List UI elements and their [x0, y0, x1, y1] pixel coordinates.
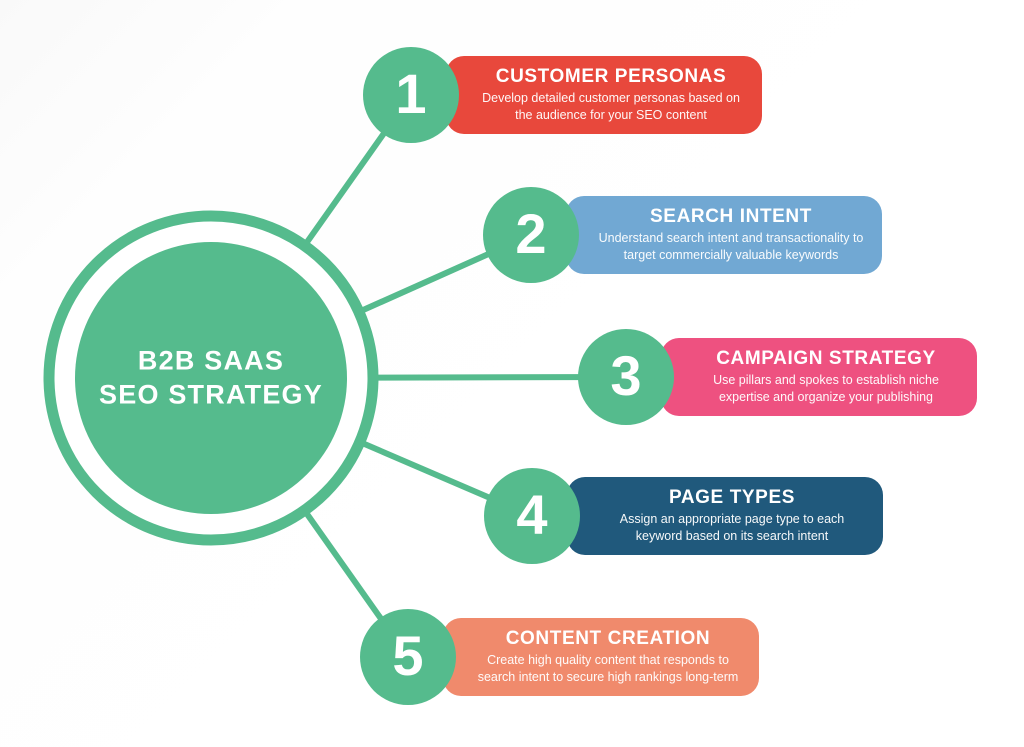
step-title-4: PAGE TYPES	[668, 486, 795, 508]
step-title-3: CAMPAIGN STRATEGY	[716, 347, 936, 369]
step-title-2: SEARCH INTENT	[650, 205, 812, 227]
step-card-3: CAMPAIGN STRATEGY Use pillars and spokes…	[661, 338, 977, 416]
step-number-badge-1: 1	[363, 47, 459, 143]
step-card-2: SEARCH INTENT Understand search intent a…	[566, 196, 882, 274]
hub-title-line1: B2B SAAS	[137, 345, 285, 376]
step-description-5: Create high quality content that respond…	[477, 653, 739, 684]
step-description-3: Use pillars and spokes to establish nich…	[713, 373, 939, 404]
hub-circle	[75, 242, 347, 514]
step-card-4: PAGE TYPES Assign an appropriate page ty…	[567, 477, 883, 555]
step-number-badge-3: 3	[578, 329, 674, 425]
step-number-badge-2: 2	[483, 187, 579, 283]
step-description-2: Understand search intent and transaction…	[598, 231, 864, 262]
step-title-1: CUSTOMER PERSONAS	[495, 65, 727, 87]
step-description-4: Assign an appropriate page type to each …	[619, 512, 845, 543]
hub-title: B2B SAAS SEO STRATEGY	[61, 344, 361, 412]
step-title-5: CONTENT CREATION	[505, 627, 711, 649]
hub-title-line2: SEO STRATEGY	[99, 379, 323, 409]
step-card-5: CONTENT CREATION Create high quality con…	[443, 618, 759, 696]
step-number-badge-4: 4	[484, 468, 580, 564]
step-card-1: CUSTOMER PERSONAS Develop detailed custo…	[446, 56, 762, 134]
step-number-badge-5: 5	[360, 609, 456, 705]
step-description-1: Develop detailed customer personas based…	[482, 91, 740, 122]
